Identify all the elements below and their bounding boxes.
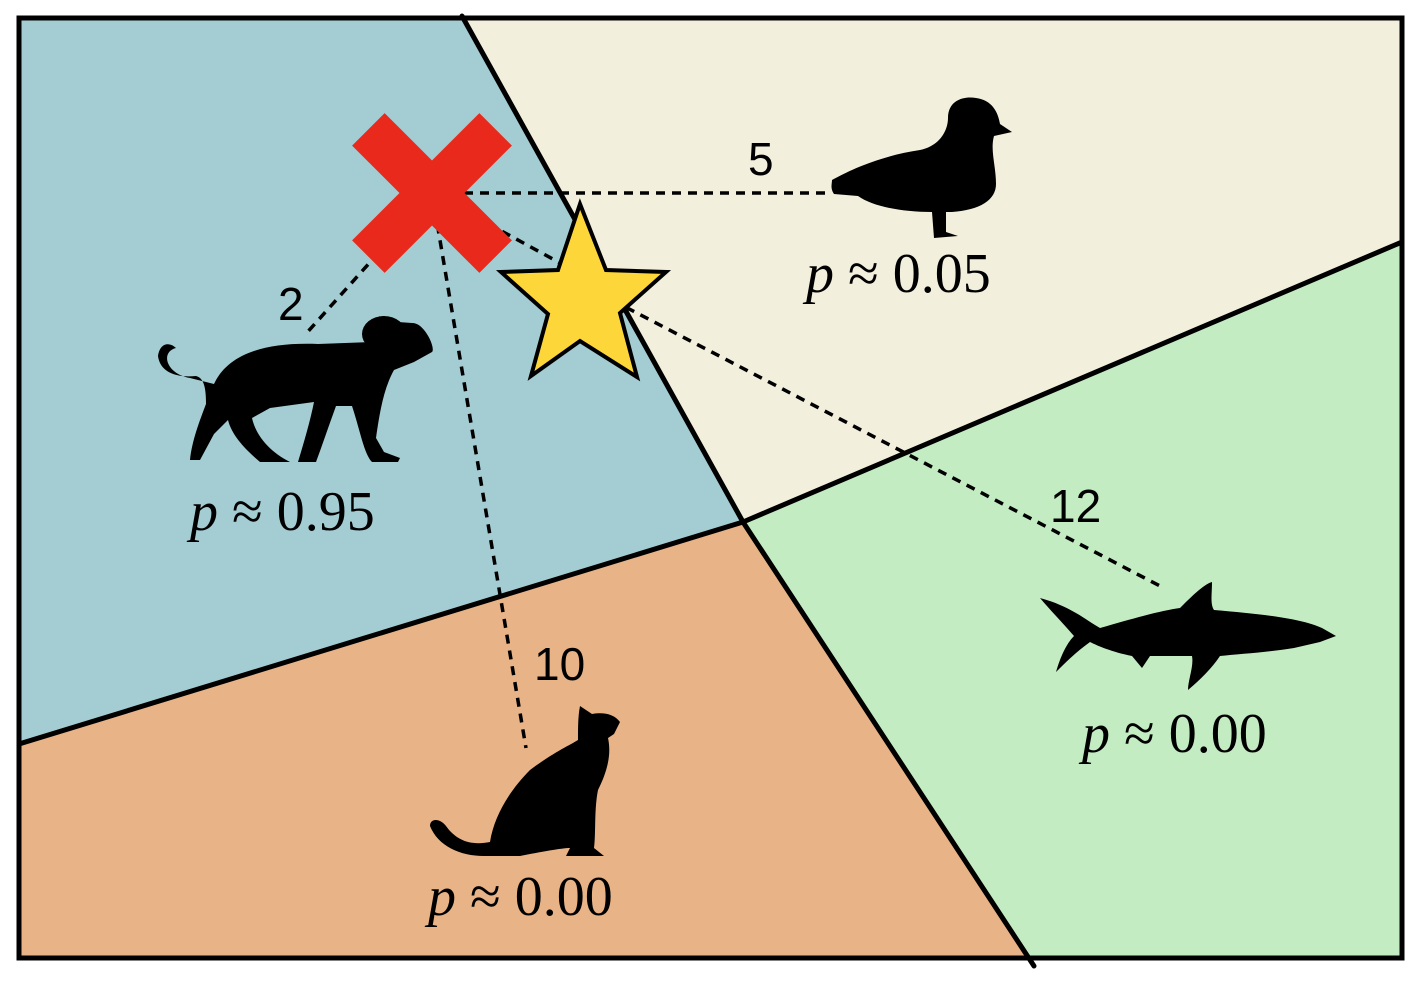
distance-line-shark xyxy=(611,298,1161,588)
boundary-shark-cat xyxy=(740,519,1037,969)
distance-labels: 2 5 12 10 xyxy=(278,133,1101,690)
duck-icon xyxy=(831,97,1012,239)
distance-label-shark: 12 xyxy=(1050,480,1101,532)
probability-label-cat: p ≈ 0.00 xyxy=(424,866,613,928)
cross-icon xyxy=(352,113,512,273)
boundary-dog-cat xyxy=(16,519,746,747)
probability-symbol: p xyxy=(186,481,218,543)
distance-label-duck: 5 xyxy=(748,133,774,185)
distance-label-dog: 2 xyxy=(278,278,304,330)
probability-symbol: p xyxy=(1078,703,1110,765)
cross-bar-2 xyxy=(352,113,512,273)
star-icon xyxy=(495,198,672,382)
distance-line-cat xyxy=(430,192,528,749)
shark-icon xyxy=(1040,582,1336,690)
region-duck xyxy=(462,18,1402,522)
probability-value: ≈ 0.05 xyxy=(834,243,991,305)
probability-label-dog: p ≈ 0.95 xyxy=(186,481,375,543)
region-cat xyxy=(19,522,1028,958)
probability-symbol: p xyxy=(802,243,834,305)
probability-label-shark: p ≈ 0.00 xyxy=(1078,703,1267,765)
dog-icon xyxy=(158,316,433,462)
region-shark xyxy=(743,242,1402,958)
probability-label-duck: p ≈ 0.05 xyxy=(802,243,991,305)
cat-icon xyxy=(430,706,620,856)
distance-label-cat: 10 xyxy=(534,638,585,690)
diagram-frame xyxy=(16,15,1405,961)
probability-value: ≈ 0.95 xyxy=(218,481,375,543)
probability-value: ≈ 0.00 xyxy=(456,866,613,928)
probability-labels: p ≈ 0.95 p ≈ 0.05 p ≈ 0.00 p ≈ 0.00 xyxy=(186,243,1267,928)
distance-line-star xyxy=(431,191,583,277)
distance-lines xyxy=(302,191,1161,749)
boundary-duck-shark xyxy=(740,239,1405,525)
probability-value: ≈ 0.00 xyxy=(1110,703,1267,765)
probability-symbol: p xyxy=(424,866,456,928)
